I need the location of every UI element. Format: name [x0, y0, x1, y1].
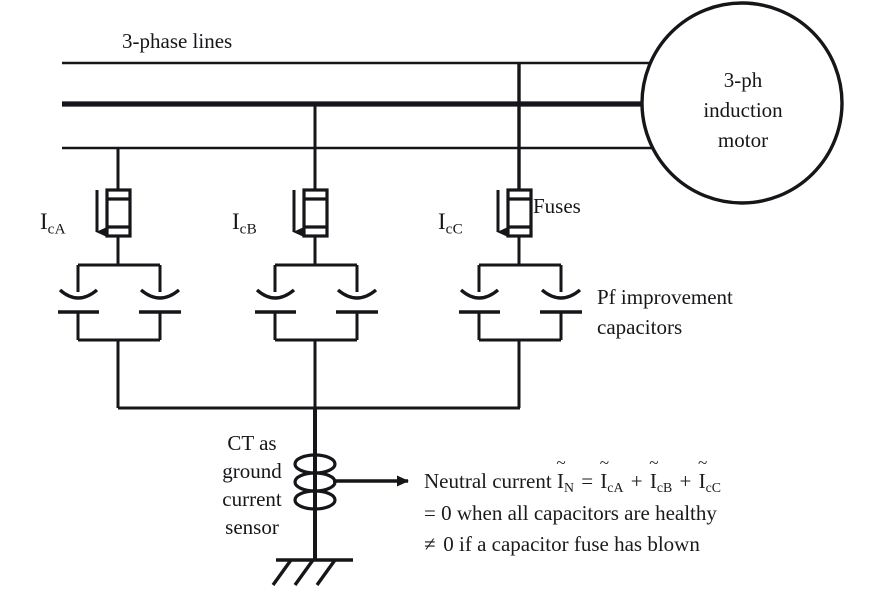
i-symbol: I [698, 469, 706, 493]
i-cc-subscript: cC [705, 479, 721, 495]
fuse-phase-c [506, 188, 533, 238]
fuse-phase-b [302, 188, 329, 238]
capacitor-curved-plate [255, 288, 296, 300]
capacitor-bank-phase-a [58, 263, 181, 342]
three-phase-lines-label: 3-phase lines [122, 29, 233, 53]
ct-sensor-label: CT as ground current sensor [204, 430, 300, 542]
current-label-phase-a: IcA [40, 208, 66, 238]
capacitor-curved-plate [459, 288, 500, 300]
capacitor-bank-phase-b [255, 263, 378, 342]
tilde-accent: ~ [697, 452, 708, 472]
current-label-phase-b: IcB [232, 208, 257, 238]
pf-capacitors-label: Pf improvement capacitors [597, 283, 827, 343]
motor-label-line1: 3-ph [723, 68, 763, 92]
pf-capacitors-label-line1: Pf improvement [597, 285, 733, 309]
ct-label-line4: sensor [225, 514, 279, 539]
i-n-subscript: N [563, 479, 574, 495]
phase-a-branch [58, 148, 181, 408]
capacitor-bank-phase-c [459, 263, 582, 342]
three-phase-bus-lines [62, 61, 652, 150]
capacitor-curved-plate [540, 288, 582, 300]
i-cb-subscript: cB [656, 479, 673, 495]
phase-c-branch [459, 63, 582, 408]
motor-label: 3-ph induction motor [660, 66, 826, 155]
plus-sign-2: + [679, 469, 692, 493]
motor-label-line3: motor [717, 127, 769, 152]
phasor-i-cb: ~I [649, 453, 658, 497]
i-symbol: I [649, 469, 657, 493]
equation-lead-text: Neutral current [424, 469, 552, 493]
induction-motor-symbol [640, 1, 844, 205]
plus-sign-1: + [630, 469, 643, 493]
capacitor-curved-plate [139, 288, 181, 300]
tilde-accent: ~ [599, 452, 610, 472]
equation-line-3-text: 0 if a capacitor fuse has blown [443, 532, 700, 557]
fuses-label: Fuses [533, 194, 581, 218]
current-subscript: cA [47, 220, 66, 238]
ct-label-line1: CT as [227, 431, 277, 455]
equation-line-1: Neutral current ~IN = ~IcA + ~IcB + ~IcC [424, 453, 721, 498]
capacitor-curved-plate [336, 288, 378, 300]
earth-ground-symbol [271, 558, 353, 586]
equals-sign: = [581, 469, 594, 493]
motor-label-line2: induction [703, 97, 783, 122]
i-symbol: I [600, 469, 608, 493]
equation-line-3: ≠ 0 if a capacitor fuse has blown [424, 529, 721, 560]
current-subscript: cB [239, 220, 257, 238]
i-symbol: I [556, 469, 564, 493]
phasor-i-ca: ~I [600, 453, 609, 497]
capacitor-curved-plate [58, 288, 99, 300]
ct-label-line2: ground [222, 458, 282, 483]
i-ca-subscript: cA [607, 479, 624, 495]
current-symbol: I [438, 209, 446, 234]
fuse-phase-a [105, 188, 132, 238]
not-equal-sign: ≠ [424, 532, 436, 557]
phasor-i-cc: ~I [698, 453, 707, 497]
phase-b-branch [255, 104, 378, 408]
current-symbol: I [232, 209, 240, 234]
tilde-accent: ~ [556, 452, 566, 472]
current-label-phase-c: IcC [438, 208, 463, 238]
pf-capacitors-label-line2: capacitors [597, 314, 683, 339]
neutral-current-equation: Neutral current ~IN = ~IcA + ~IcB + ~IcC… [424, 453, 721, 560]
phasor-i-n: ~I [556, 453, 565, 497]
ct-label-line3: current [222, 486, 282, 511]
equation-line-2: = 0 when all capacitors are healthy [424, 501, 717, 526]
tilde-accent: ~ [649, 452, 659, 472]
current-subscript: cC [445, 220, 463, 238]
current-symbol: I [40, 209, 48, 234]
